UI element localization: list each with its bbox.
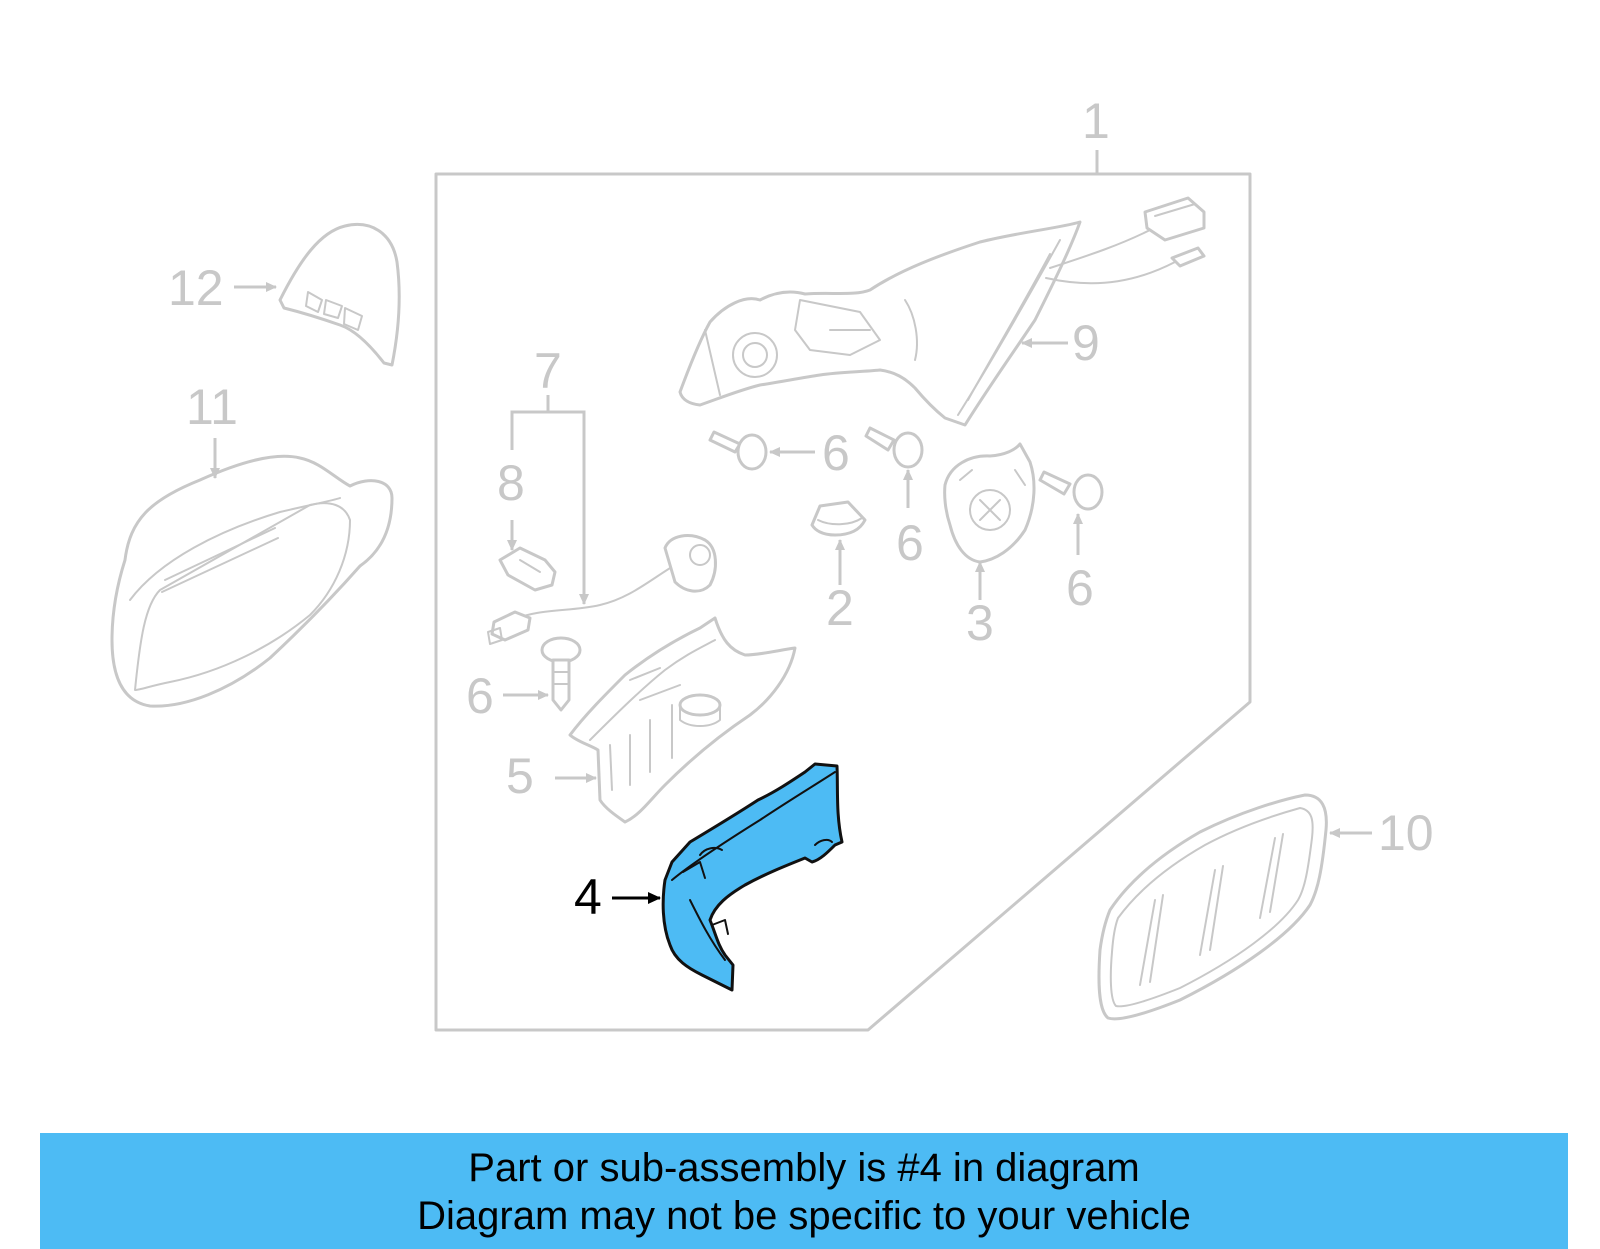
banner-disclaimer: Diagram may not be specific to your vehi… [417,1194,1191,1238]
callout-5: 5 [506,748,534,804]
callout-4: 4 [574,869,602,925]
callout-6-c: 6 [1066,560,1094,616]
callout-12: 12 [168,260,224,316]
assembly-box-outline [434,150,1252,1032]
part-8-connector[interactable] [498,546,557,592]
callout-6-a: 6 [822,425,850,481]
part-12-cap[interactable] [278,223,401,367]
callout-6-b: 6 [896,515,924,571]
part-7-wiring-harness[interactable] [487,395,717,645]
part-6-screw-d[interactable] [540,636,582,712]
callout-1: 1 [1082,93,1110,149]
callout-8: 8 [497,455,525,511]
callout-2: 2 [826,580,854,636]
info-banner: Part or sub-assembly is #4 in diagram Di… [40,1133,1568,1249]
banner-part-note: Part or sub-assembly is #4 in diagram [468,1146,1140,1190]
part-6-screw-c[interactable] [1038,470,1104,511]
callout-3: 3 [966,595,994,651]
part-11-mirror-housing[interactable] [110,454,394,708]
parts-diagram: 1 12 11 7 8 9 6 6 6 6 2 3 5 4 10 [110,93,1434,1032]
part-10-mirror-glass[interactable] [1097,793,1328,1021]
part-6-screw-a[interactable] [708,430,768,471]
part-5-inner-bracket[interactable] [568,616,797,824]
part-2-grommet[interactable] [810,500,867,537]
part-4-lower-cover-highlighted[interactable] [661,762,844,992]
callout-7: 7 [534,343,562,399]
callout-9: 9 [1072,315,1100,371]
part-6-screw-b[interactable] [864,426,924,469]
callout-6-d: 6 [466,668,494,724]
callout-11: 11 [186,379,238,435]
callout-10: 10 [1378,805,1434,861]
part-9-mirror-base[interactable] [678,196,1206,427]
part-3-motor[interactable] [943,442,1036,564]
